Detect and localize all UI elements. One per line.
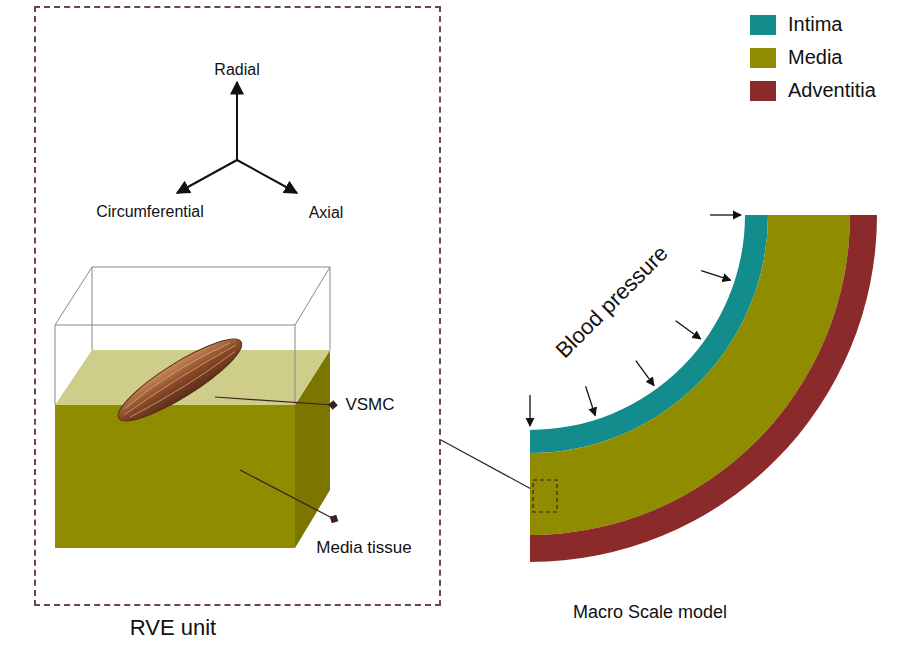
legend-swatch xyxy=(750,81,776,101)
legend-label: Media xyxy=(788,46,842,69)
axis-label: Radial xyxy=(214,61,259,79)
pressure-arrow xyxy=(710,214,741,215)
legend-label: Adventitia xyxy=(788,79,876,102)
pressure-arrow xyxy=(529,395,530,426)
rve-frame: RVE unit xyxy=(34,6,441,606)
panel-title: Macro Scale model xyxy=(573,602,727,623)
axis-label: Axial xyxy=(309,204,344,222)
pressure-arrow xyxy=(676,321,701,339)
axis-label: Circumferential xyxy=(96,203,204,221)
pressure-arrows xyxy=(530,215,741,426)
pressure-arrow xyxy=(701,271,730,281)
part-label: Media tissue xyxy=(316,538,411,558)
leader-lines xyxy=(215,397,533,519)
load-label: Blood pressure xyxy=(550,240,673,363)
pressure-arrow xyxy=(586,386,596,415)
part-label: VSMC xyxy=(345,395,394,415)
legend-label: Intima xyxy=(788,13,842,36)
pressure-arrow xyxy=(636,361,654,386)
rve-location-box xyxy=(533,480,557,512)
wall-layer xyxy=(530,215,850,535)
panel-title: RVE unit xyxy=(130,615,216,641)
wall-layer xyxy=(530,215,877,562)
legend-swatch xyxy=(750,48,776,68)
axis-arrows xyxy=(177,82,297,193)
rve-cube xyxy=(55,267,330,548)
legend-swatch xyxy=(750,15,776,35)
artery-wall xyxy=(530,215,877,562)
